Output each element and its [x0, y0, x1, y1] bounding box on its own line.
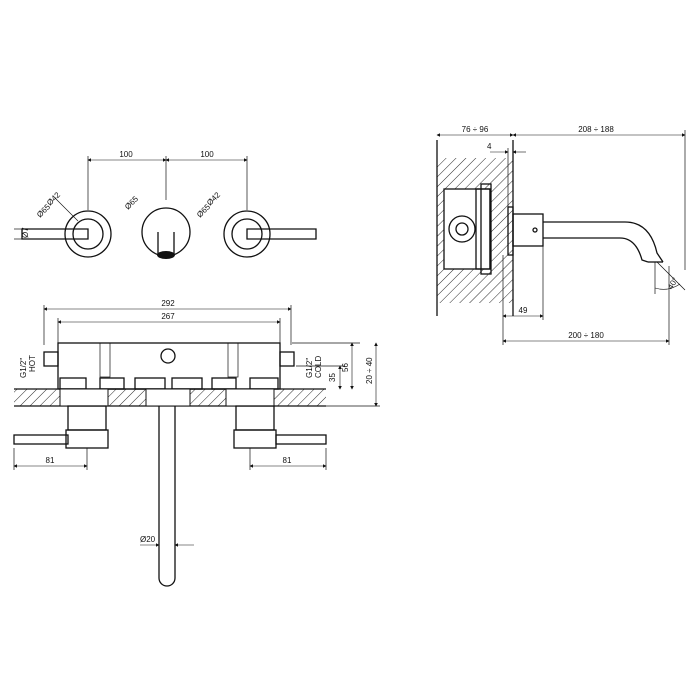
thread-hot: G1/2" [19, 358, 28, 378]
dim-inner: 267 [161, 312, 175, 321]
dim-spout-length: 200 ÷ 180 [568, 331, 604, 340]
dia-lever: Ø7 [21, 227, 30, 238]
side-view: 40° 76 ÷ 96 208 ÷ 188 4 49 200 ÷ 180 [436, 125, 686, 345]
angle-label: 40° [666, 276, 680, 291]
hot-label: HOT [28, 355, 37, 372]
top-view: 292 267 G1/2" HOT G1/2" COLD [13, 299, 380, 587]
dia-spout: Ø20 [140, 535, 156, 544]
dim-49: 49 [519, 306, 528, 315]
dim-projection: 208 ÷ 188 [578, 125, 614, 134]
right-handle-top [233, 405, 327, 449]
dim-spacing-right: 100 [200, 150, 214, 159]
dim-4: 4 [487, 142, 492, 151]
dim-overall: 292 [161, 299, 175, 308]
front-view: 100 100 Ø7 Ø42 Ø65 Ø65 Ø42 Ø65 [14, 150, 317, 259]
hot-inlet [43, 351, 59, 367]
dim-81-right: 81 [283, 456, 292, 465]
valve-body [57, 342, 281, 390]
thread-cold: G1/2" [305, 358, 314, 378]
left-handle-front [14, 210, 112, 258]
dim-81-left: 81 [46, 456, 55, 465]
leader-handle-left [54, 197, 79, 222]
cold-inlet [279, 351, 295, 367]
dim-35: 35 [328, 373, 337, 382]
dim-56: 56 [341, 363, 350, 372]
spout-body-side [512, 213, 544, 247]
right-handle-front [223, 210, 317, 258]
dim-wall: 76 ÷ 96 [462, 125, 489, 134]
spout-side [543, 221, 664, 263]
cold-label: COLD [314, 356, 323, 378]
left-handle-top [13, 405, 109, 449]
embedded-box [443, 188, 491, 270]
spout-top [158, 406, 176, 587]
spout-front [141, 207, 191, 259]
dim-spacing-left: 100 [119, 150, 133, 159]
dim-depth: 20 ÷ 40 [365, 357, 374, 384]
dia-spout-rosette: Ø65 [123, 194, 140, 211]
